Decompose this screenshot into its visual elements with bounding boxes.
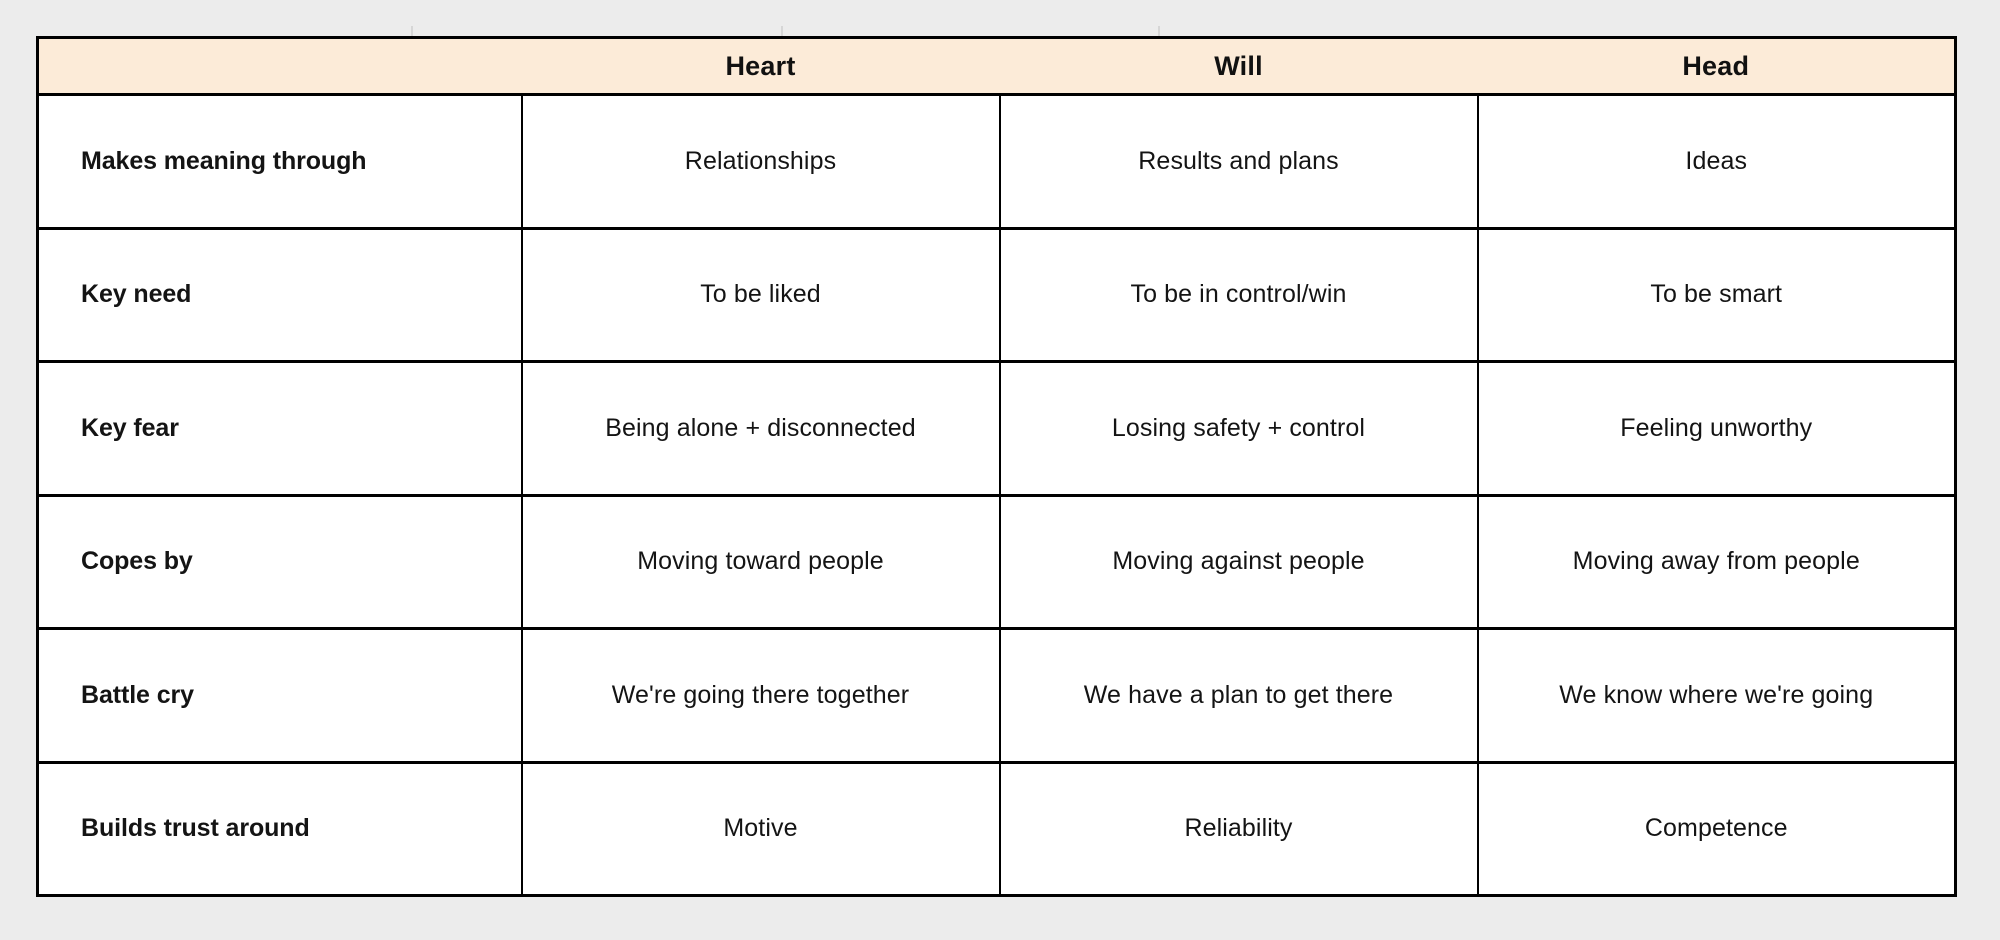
row-label-key-need: Key need bbox=[37, 226, 523, 362]
cell-key-need-will: To be in control/win bbox=[999, 226, 1479, 362]
cell-builds-trust-around-will: Reliability bbox=[999, 760, 1479, 896]
table-row: Key fear Being alone + disconnected Losi… bbox=[37, 360, 1956, 495]
table-row: Makes meaning through Relationships Resu… bbox=[37, 94, 1956, 228]
header-corner-cell bbox=[37, 37, 522, 96]
cell-copes-by-head: Moving away from people bbox=[1477, 493, 1956, 629]
row-label-builds-trust-around: Builds trust around bbox=[37, 760, 523, 896]
cell-makes-meaning-through-heart: Relationships bbox=[521, 94, 1001, 228]
cell-makes-meaning-through-head: Ideas bbox=[1685, 146, 1748, 175]
table-row: Copes by Moving toward people Moving aga… bbox=[37, 493, 1956, 629]
cell-copes-by-heart: Moving toward people bbox=[521, 493, 1001, 629]
cell-battle-cry-head: We know where we're going bbox=[1477, 627, 1956, 762]
cell-key-fear-heart: Being alone + disconnected bbox=[521, 360, 1001, 495]
cell-key-need-head: To be smart bbox=[1477, 226, 1956, 362]
table-row: Key need To be liked To be in control/wi… bbox=[37, 226, 1956, 362]
cell-key-need-heart: To be liked bbox=[521, 226, 1001, 362]
cell-copes-by-will: Moving against people bbox=[999, 493, 1479, 629]
row-label-makes-meaning-through: Makes meaning through bbox=[37, 94, 523, 228]
column-header-head: Head bbox=[1477, 37, 1956, 96]
table-row: Battle cry We're going there together We… bbox=[37, 627, 1956, 762]
row-label-battle-cry: Battle cry bbox=[37, 627, 523, 762]
column-tick-mark-2 bbox=[781, 26, 783, 36]
cell-builds-trust-around-heart: Motive bbox=[521, 760, 1001, 896]
comparison-table-container: Heart Will Head Makes meaning through Re… bbox=[36, 26, 1957, 897]
heart-will-head-matrix: Heart Will Head Makes meaning through Re… bbox=[36, 36, 1957, 897]
cell-makes-meaning-through-will: Results and plans bbox=[999, 94, 1479, 228]
column-header-heart: Heart bbox=[521, 37, 1000, 96]
row-label-copes-by: Copes by bbox=[37, 493, 523, 629]
cell-builds-trust-around-head: Competence bbox=[1477, 760, 1956, 896]
column-tick-mark-1 bbox=[411, 26, 413, 36]
table-row: Builds trust around Motive Reliability C… bbox=[37, 760, 1956, 896]
table-header: Heart Will Head bbox=[37, 37, 1956, 96]
row-label-key-fear: Key fear bbox=[37, 360, 523, 495]
cell-battle-cry-will: We have a plan to get there bbox=[999, 627, 1479, 762]
header-row: Heart Will Head bbox=[37, 37, 1956, 96]
cell-battle-cry-heart: We're going there together bbox=[521, 627, 1001, 762]
table-body: Makes meaning through Relationships Resu… bbox=[37, 94, 1956, 896]
cell-key-fear-will: Losing safety + control bbox=[999, 360, 1479, 495]
column-header-will: Will bbox=[999, 37, 1478, 96]
column-tick-mark-3 bbox=[1158, 26, 1160, 36]
cell-key-fear-head: Feeling unworthy bbox=[1477, 360, 1956, 495]
